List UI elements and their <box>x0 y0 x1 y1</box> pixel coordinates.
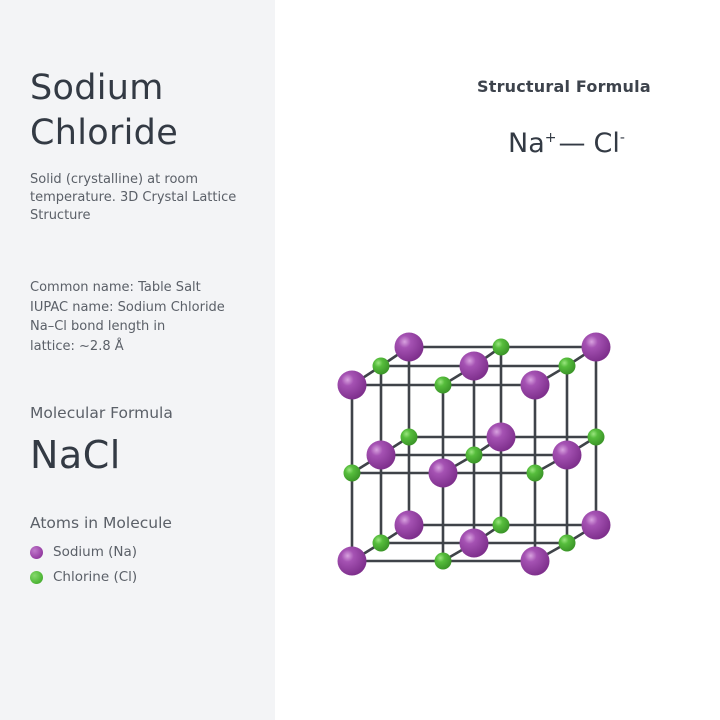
sodium-atom-icon <box>520 546 550 576</box>
state-description: Solid (crystalline) at room temperature.… <box>30 172 237 223</box>
chlorine-atom-icon <box>343 464 361 482</box>
sodium-atom-icon <box>394 510 424 540</box>
sodium-atom-icon <box>30 545 43 559</box>
anion-symbol: Cl <box>593 128 620 159</box>
cation-symbol: Na <box>508 128 545 159</box>
chlorine-atom-icon <box>558 534 576 552</box>
anion-charge: - <box>619 130 625 146</box>
iupac-name: IUPAC name: Sodium Chloride <box>30 299 225 315</box>
info-panel <box>0 0 275 720</box>
chlorine-atom-icon <box>492 516 510 534</box>
sodium-atom-icon <box>459 528 489 558</box>
chlorine-atom-icon <box>434 552 452 570</box>
chlorine-atom-icon <box>372 357 390 375</box>
common-name: Common name: Table Salt <box>30 280 201 295</box>
chlorine-atom-icon <box>400 428 418 446</box>
chlorine-atom-icon <box>465 446 483 464</box>
structural-formula: Na+—Cl- <box>508 128 625 159</box>
sodium-atom-icon <box>394 332 424 362</box>
chlorine-atom-icon <box>587 428 605 446</box>
sodium-atom-icon <box>337 546 367 576</box>
sodium-atom-icon <box>552 440 582 470</box>
legend-label-sodium: Sodium (Na) <box>53 544 138 560</box>
cation-charge: + <box>544 130 557 146</box>
sodium-atom-icon <box>581 510 611 540</box>
sodium-atom-icon <box>428 458 458 488</box>
compound-info: Common name: Table Salt IUPAC name: Sodi… <box>30 278 270 356</box>
compound-title: Sodium Chloride <box>30 66 178 156</box>
sodium-atom-icon <box>459 351 489 381</box>
chlorine-atom-icon <box>434 376 452 394</box>
legend-label-chlorine: Chlorine (Cl) <box>53 569 138 585</box>
molecular-formula-label: Molecular Formula <box>30 404 173 422</box>
legend-item-chlorine: Chlorine (Cl) <box>30 569 137 585</box>
title-line-2: Chloride <box>30 113 179 153</box>
chlorine-atom-icon <box>492 338 510 356</box>
atoms-label: Atoms in Molecule <box>30 514 172 532</box>
sodium-atom-icon <box>366 440 396 470</box>
chlorine-atom-icon <box>30 570 43 584</box>
structural-formula-label: Structural Formula <box>477 77 651 96</box>
title-line-1: Sodium <box>30 68 164 108</box>
bond-length: Na–Cl bond length in lattice: ~2.8 Å <box>30 319 166 354</box>
chlorine-atom-icon <box>526 464 544 482</box>
chlorine-atom-icon <box>558 357 576 375</box>
sodium-atom-icon <box>520 370 550 400</box>
sodium-atom-icon <box>337 370 367 400</box>
sodium-atom-icon <box>581 332 611 362</box>
sodium-atom-icon <box>486 422 516 452</box>
chlorine-atom-icon <box>372 534 390 552</box>
molecular-formula: NaCl <box>30 433 121 477</box>
ionic-bond-dash: — <box>558 128 586 159</box>
legend-item-sodium: Sodium (Na) <box>30 544 137 560</box>
lattice-atoms <box>337 332 611 576</box>
